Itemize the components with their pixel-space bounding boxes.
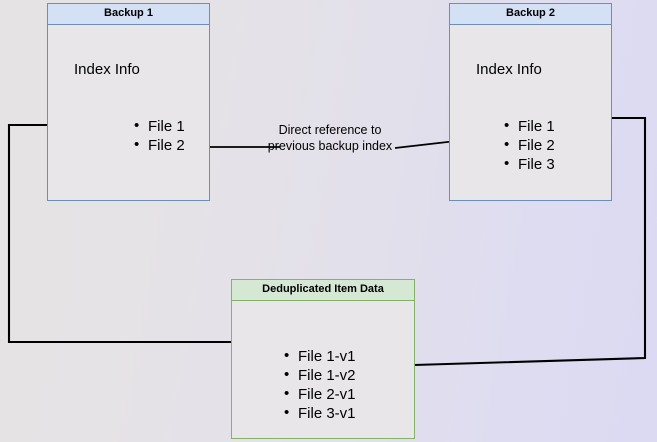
node-backup-1-body: Index Info File 1 File 2 [48,25,209,200]
backup-1-index-info-label: Index Info [74,61,140,78]
node-deduplicated-item-data-body: File 1-v1 File 1-v2 File 2-v1 File 3-v1 [232,301,414,438]
list-item: File 2 [134,135,185,155]
list-item: File 1 [504,116,555,136]
node-backup-1-header: Backup 1 [48,4,209,25]
list-item: File 3 [504,154,555,174]
edge-label-line-1: Direct reference to [278,123,382,137]
backup-2-file-list: File 1 File 2 File 3 [502,116,555,174]
node-backup-2[interactable]: Backup 2 Index Info File 1 File 2 File 3 [449,3,612,201]
node-backup-1[interactable]: Backup 1 Index Info File 1 File 2 [47,3,210,201]
edge-label-line-2: previous backup index [267,139,393,153]
list-item: File 2 [504,135,555,155]
list-item: File 1 [134,116,185,136]
dedup-file-list: File 1-v1 File 1-v2 File 2-v1 File 3-v1 [282,346,355,423]
list-item: File 1-v2 [284,365,355,385]
node-deduplicated-item-data-header: Deduplicated Item Data [232,280,414,301]
node-backup-2-header: Backup 2 [450,4,611,25]
edge-label-direct-reference: Direct reference to previous backup inde… [245,122,415,154]
list-item: File 1-v1 [284,346,355,366]
list-item: File 3-v1 [284,403,355,423]
backup-1-file-list: File 1 File 2 [132,116,185,155]
node-deduplicated-item-data[interactable]: Deduplicated Item Data File 1-v1 File 1-… [231,279,415,439]
node-backup-2-body: Index Info File 1 File 2 File 3 [450,25,611,200]
list-item: File 2-v1 [284,384,355,404]
backup-2-index-info-label: Index Info [476,61,542,78]
